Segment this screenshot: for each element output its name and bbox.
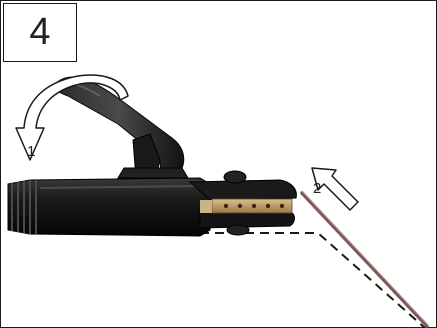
callout-1: 1 bbox=[27, 143, 35, 160]
step-number-box: 4 bbox=[3, 3, 77, 62]
callout-2: 2 bbox=[313, 180, 321, 197]
electrode-holder-icon bbox=[8, 77, 296, 236]
electrode-rod-icon bbox=[302, 192, 428, 326]
step-number: 4 bbox=[29, 11, 50, 54]
